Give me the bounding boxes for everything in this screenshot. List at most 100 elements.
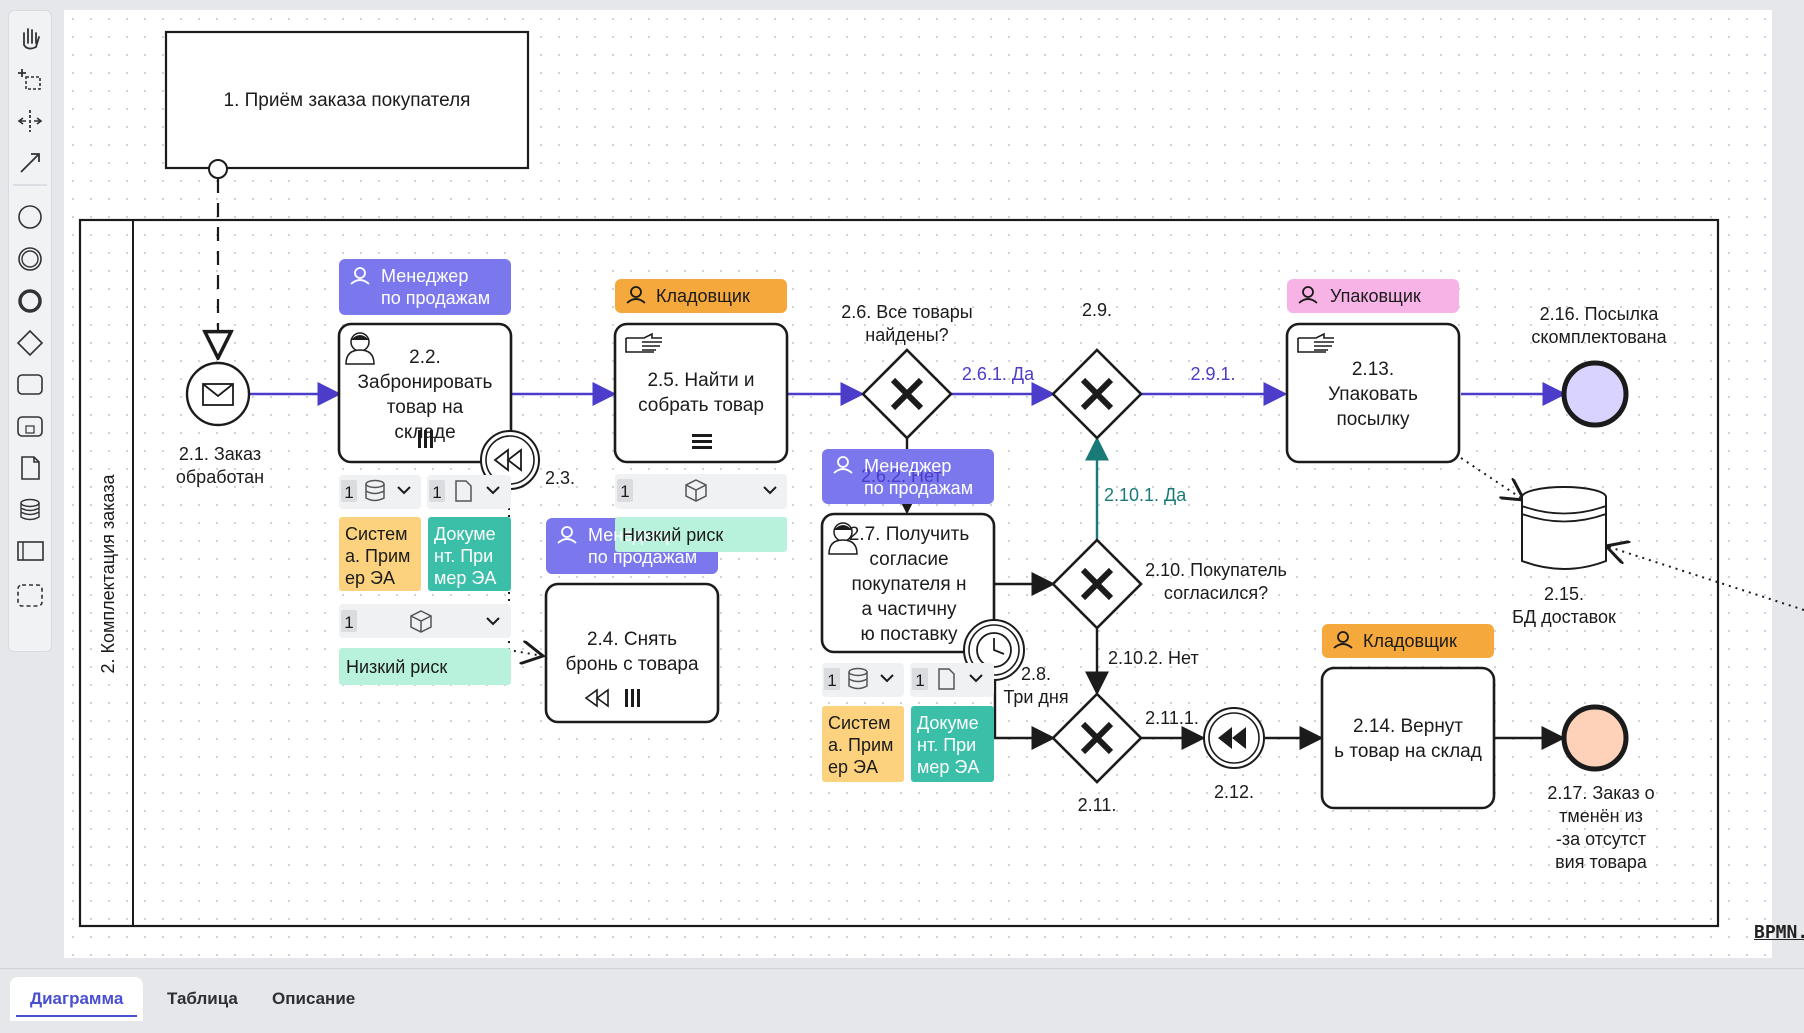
count-27a: 1 — [827, 671, 836, 690]
start-event-icon[interactable] — [18, 205, 42, 229]
space-icon[interactable] — [17, 110, 43, 132]
task-25[interactable] — [613, 322, 789, 464]
task-214[interactable] — [1320, 666, 1496, 810]
association-23-24[interactable] — [508, 480, 543, 656]
boundary-event-23[interactable] — [480, 430, 540, 490]
resource-bar-27[interactable] — [822, 663, 994, 782]
task-22[interactable] — [337, 322, 513, 464]
clock-icon — [976, 632, 1012, 668]
gateway-icon[interactable] — [16, 329, 44, 357]
start-event-21[interactable] — [185, 361, 251, 427]
role-badge-manager-27[interactable] — [822, 449, 994, 504]
compensation-icon — [493, 448, 522, 472]
end-event-217[interactable] — [1561, 704, 1629, 772]
risk-badge-25[interactable] — [615, 517, 787, 552]
pool-label: 2. Комплектация заказа — [98, 474, 118, 674]
data-object-icon[interactable] — [21, 456, 40, 480]
data-store-icon[interactable] — [20, 498, 40, 521]
role-badge-packer-213[interactable] — [1287, 279, 1459, 313]
timer-event-28[interactable] — [963, 619, 1025, 681]
bottom-tabs: Диаграмма Таблица Описание — [0, 968, 1804, 1033]
flow-261-label: 2.6.1. Да — [962, 364, 1035, 384]
task-213[interactable] — [1285, 322, 1461, 464]
gateway-29-label: 2.9. — [1082, 300, 1112, 320]
association-213-db[interactable] — [1460, 457, 1524, 500]
tab-diagram[interactable]: Диаграмма — [10, 977, 144, 1021]
flow-28-211[interactable] — [993, 680, 1056, 750]
gateway-211[interactable] — [1051, 692, 1143, 784]
event-212-label: 2.12. — [1214, 782, 1254, 802]
data-store-215[interactable] — [1521, 486, 1607, 570]
compensation-throw-icon — [1218, 727, 1246, 749]
lasso-icon[interactable] — [18, 69, 41, 90]
group-icon[interactable] — [17, 584, 43, 607]
role-badge-keeper-214[interactable] — [1322, 624, 1494, 658]
database-icon — [848, 667, 868, 690]
end-event-icon[interactable] — [18, 289, 42, 313]
manual-task-icon — [1297, 332, 1334, 353]
tab-description[interactable]: Описание — [272, 989, 356, 1008]
task-27[interactable] — [820, 512, 996, 654]
hand-icon[interactable] — [23, 28, 40, 50]
subprocess-icon[interactable] — [17, 416, 43, 437]
user-icon — [626, 286, 646, 304]
chevron-down-icon[interactable] — [880, 674, 894, 683]
pool-icon[interactable] — [17, 541, 44, 561]
compensation-marker-icon — [584, 688, 609, 708]
resource-bar-22[interactable] — [339, 475, 511, 685]
chevron-down-icon[interactable] — [397, 486, 411, 495]
database-icon — [365, 479, 385, 502]
count-22b: 1 — [432, 483, 441, 502]
tab-table[interactable]: Таблица — [167, 989, 238, 1008]
event-28-label: 2.8.Три дня — [1003, 664, 1068, 707]
collapsed-pool[interactable] — [164, 30, 530, 170]
risk-25-label: Низкий риск — [622, 525, 723, 545]
gateway-210[interactable] — [1051, 538, 1143, 630]
connect-icon[interactable] — [20, 153, 40, 173]
expanded-pool[interactable] — [78, 218, 1720, 928]
gateway-26[interactable] — [861, 348, 953, 440]
resource-bar-25[interactable] — [615, 474, 787, 509]
association-external-db[interactable] — [1606, 546, 1804, 611]
parallel-marker-icon — [625, 689, 640, 707]
role-badge-keeper-25[interactable] — [615, 279, 787, 313]
user-icon — [350, 267, 370, 285]
document-icon — [938, 668, 955, 690]
chevron-down-icon[interactable] — [969, 674, 983, 683]
gateway-29[interactable] — [1051, 348, 1143, 440]
chevron-down-icon[interactable] — [763, 486, 777, 495]
count-25: 1 — [620, 482, 629, 501]
intermediate-event-icon[interactable] — [18, 247, 42, 271]
event-212[interactable] — [1203, 707, 1265, 769]
task-icon[interactable] — [17, 374, 43, 395]
count-27b: 1 — [915, 671, 924, 690]
package-icon — [685, 479, 707, 502]
chevron-down-icon[interactable] — [486, 486, 500, 495]
count-22a: 1 — [344, 483, 353, 502]
role-keeper-25-label: Кладовщик — [656, 286, 750, 306]
flow-291-label: 2.9.1. — [1190, 364, 1235, 384]
count-22c: 1 — [344, 613, 353, 632]
datastore-label: 2.15.БД доставок — [1512, 584, 1616, 627]
gateway-211-label: 2.11. — [1078, 795, 1117, 815]
role-keeper-214-label: Кладовщик — [1363, 631, 1457, 651]
end-event-216[interactable] — [1561, 360, 1629, 428]
task-24[interactable] — [544, 582, 720, 724]
bpmn-watermark: BPMN.i — [1754, 922, 1804, 943]
role-badge-manager-22[interactable] — [339, 259, 511, 315]
chevron-down-icon[interactable] — [486, 617, 500, 626]
